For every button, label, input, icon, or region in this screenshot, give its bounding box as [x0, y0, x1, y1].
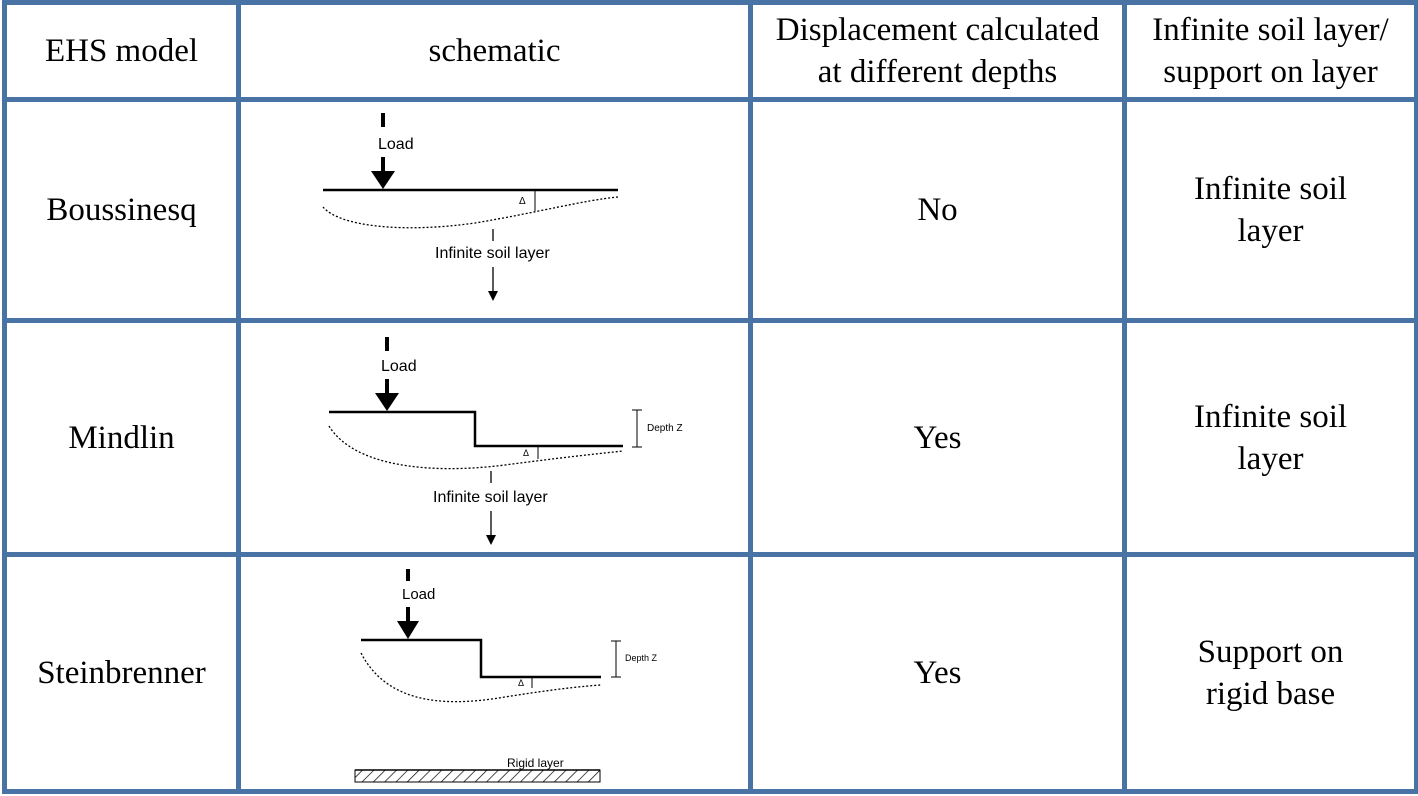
mindlin-diagram: Load Δ Depth Z Infinite soil layer	[327, 336, 683, 545]
delta-label: Δ	[523, 448, 529, 458]
load-label: Load	[381, 358, 417, 375]
down-arrow-icon	[485, 534, 496, 545]
displacement-value: No	[748, 97, 1127, 323]
depth-label: Depth Z	[647, 423, 683, 434]
header-row: EHS model schematic Displacement calcula…	[2, 0, 1418, 103]
delta-label: Δ	[518, 678, 524, 688]
load-label: Load	[378, 136, 414, 153]
excavated-surface	[360, 638, 601, 679]
model-name: Steinbrenner	[2, 552, 241, 794]
support-value: Support on rigid base	[1122, 552, 1418, 794]
depth-label: Depth Z	[625, 653, 658, 663]
layer-label: Infinite soil layer	[435, 245, 550, 262]
displacement-value: Yes	[748, 317, 1127, 558]
displacement-value: Yes	[748, 552, 1127, 794]
support-value: Infinite soil layer	[1122, 317, 1418, 558]
load-arrow-icon	[374, 392, 399, 411]
load-label: Load	[402, 586, 435, 603]
delta-label: Δ	[519, 196, 526, 207]
excavated-surface	[328, 410, 623, 447]
schematic-boussinesq: Load Δ Infinite soil layer	[236, 97, 753, 323]
table-row-boussinesq: Boussinesq Load Δ Infinite soil layer No…	[2, 97, 1418, 323]
layer-label: Infinite soil layer	[433, 489, 548, 506]
steinbrenner-diagram: Load Δ Depth Z Rigid layer	[354, 569, 658, 783]
schematic-steinbrenner: Load Δ Depth Z Rigid layer	[236, 552, 753, 794]
header-support: Infinite soil layer/ support on layer	[1122, 0, 1418, 103]
model-name: Mindlin	[2, 317, 241, 558]
settlement-curve	[327, 425, 623, 469]
load-arrow-icon	[370, 171, 395, 189]
rigid-layer-label: Rigid layer	[507, 756, 564, 770]
down-arrow-icon	[487, 291, 498, 301]
header-model: EHS model	[2, 0, 241, 103]
load-arrow-icon	[396, 621, 419, 640]
header-displacement: Displacement calculated at different dep…	[748, 0, 1127, 103]
rigid-base-hatch	[354, 769, 600, 783]
model-name: Boussinesq	[2, 97, 241, 323]
support-value: Infinite soil layer	[1122, 97, 1418, 323]
table-row-mindlin: Mindlin Load Δ Depth Z Infinite soil lay…	[2, 317, 1418, 558]
header-schematic: schematic	[236, 0, 753, 103]
table-row-steinbrenner: Steinbrenner Load Δ Depth Z	[2, 552, 1418, 794]
schematic-mindlin: Load Δ Depth Z Infinite soil layer	[236, 317, 753, 558]
settlement-curve	[322, 196, 618, 229]
boussinesq-diagram: Load Δ Infinite soil layer	[322, 113, 618, 301]
